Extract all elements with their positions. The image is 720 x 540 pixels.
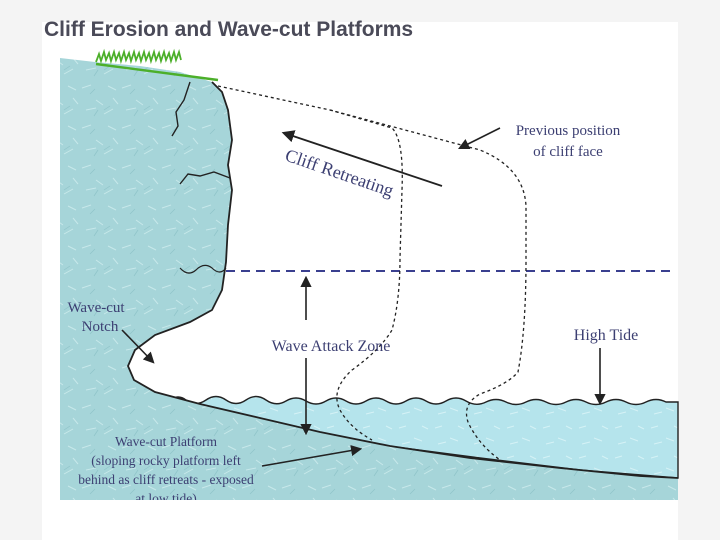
high-tide-label: High Tide bbox=[574, 327, 638, 344]
previous-position-label: Previous position bbox=[516, 123, 621, 139]
wave-attack-zone-label: Wave Attack Zone bbox=[272, 338, 391, 355]
wave-cut-notch-label: Notch bbox=[82, 319, 119, 335]
panel-bottom-mask bbox=[42, 500, 678, 540]
cliff-retreating-label: Cliff Retreating bbox=[283, 145, 397, 201]
platform-label: behind as cliff retreats - exposed bbox=[78, 472, 254, 487]
previous-position-arrow bbox=[460, 128, 500, 148]
platform-label: (sloping rocky platform left bbox=[91, 453, 241, 468]
diagram-title: Cliff Erosion and Wave-cut Platforms bbox=[44, 18, 413, 42]
platform-label: Wave-cut Platform bbox=[115, 434, 218, 449]
previous-position-label: of cliff face bbox=[533, 144, 603, 160]
wave-cut-notch-label: Wave-cut bbox=[67, 300, 125, 316]
previous-cliff-face bbox=[218, 86, 402, 440]
